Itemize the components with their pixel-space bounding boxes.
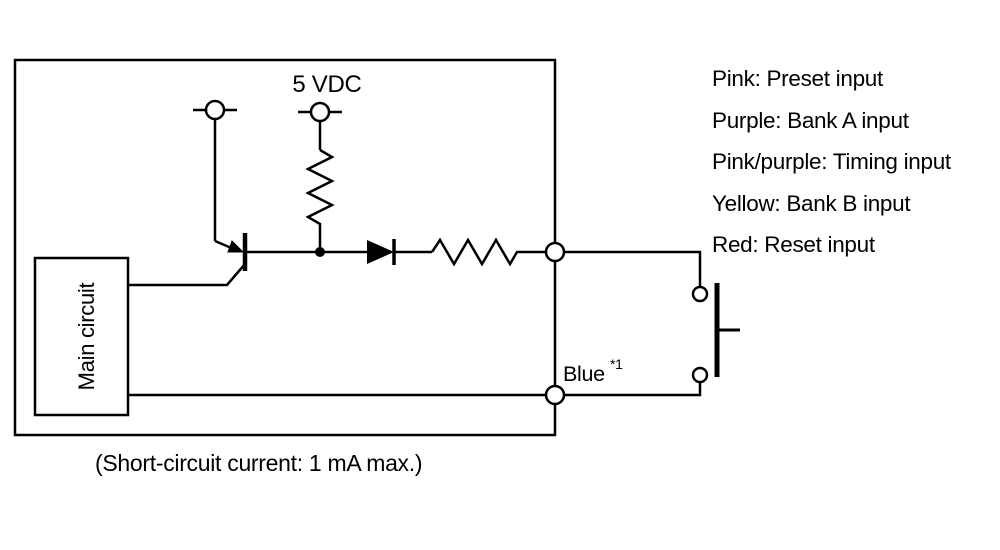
main-circuit-label: Main circuit — [74, 282, 99, 390]
diode-triangle — [367, 240, 394, 264]
legend-line-yellow: Yellow: Bank B input — [712, 190, 911, 216]
main-circuit-box — [33, 256, 130, 417]
supply-voltage-label: 5 VDC — [292, 71, 361, 98]
supply-terminal — [309, 101, 331, 123]
switch-wire-top — [564, 250, 702, 287]
transistor-symbol — [227, 233, 248, 271]
wires — [128, 108, 702, 397]
blue-wire-footnote: *1 — [610, 356, 623, 372]
short-circuit-caption: (Short-circuit current: 1 mA max.) — [95, 450, 423, 476]
switch-wire-bottom — [564, 382, 702, 397]
pullup-resistor-symbol — [305, 148, 335, 252]
blue-wire-label: Blue — [563, 362, 605, 386]
series-resistor-symbol — [430, 237, 546, 267]
output-terminal-bottom — [544, 384, 566, 406]
legend-line-pink-purple: Pink/purple: Timing input — [712, 149, 951, 174]
switch-symbol — [691, 283, 740, 384]
wire-color-legend: Pink: Preset input Purple: Bank A input … — [712, 58, 951, 266]
legend-line-red: Red: Reset input — [712, 232, 875, 257]
output-terminal-top — [544, 241, 566, 263]
junction-dot — [315, 247, 325, 257]
diode-symbol — [367, 239, 396, 265]
internal-terminal-left — [204, 99, 226, 121]
legend-line-pink: Pink: Preset input — [712, 66, 883, 91]
transistor-collector-lead — [128, 263, 246, 287]
transistor-arrowhead — [227, 240, 245, 253]
switch-contact-top — [691, 285, 709, 303]
switch-contact-bottom — [691, 366, 709, 384]
legend-line-purple: Purple: Bank A input — [712, 107, 909, 133]
